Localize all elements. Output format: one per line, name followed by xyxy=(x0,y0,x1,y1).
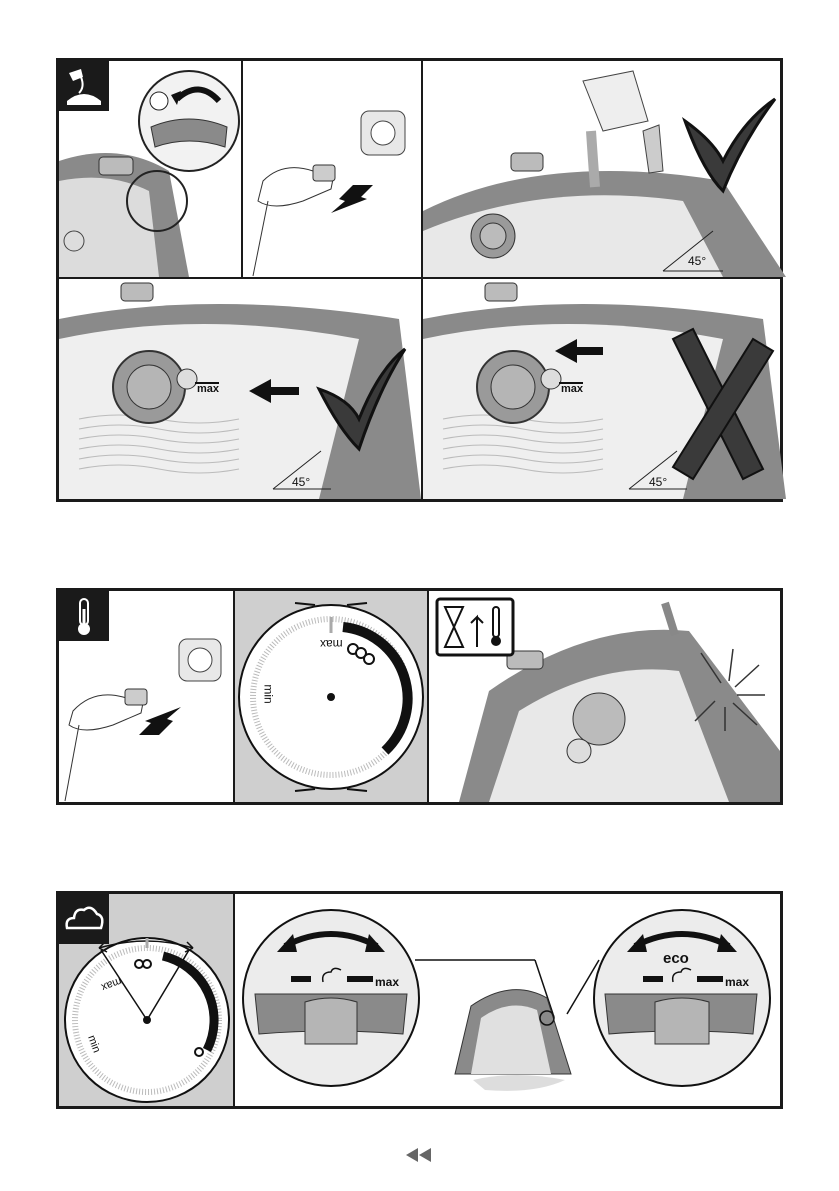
angle-label: 45° xyxy=(688,254,706,268)
steam-max-label-left: max xyxy=(375,975,399,989)
angle-label: 45° xyxy=(292,475,310,489)
steam-control-panel: max max eco xyxy=(235,894,780,1106)
fill-level-correct: max 45° xyxy=(59,279,421,499)
fill-correct-illustration xyxy=(59,279,421,499)
heat-section: max min xyxy=(56,588,783,805)
eco-label: eco xyxy=(663,950,689,967)
fill-level-overfilled: max 45° xyxy=(423,279,786,499)
max-level-label: max xyxy=(561,383,583,395)
page-back-icon[interactable] xyxy=(406,1148,432,1162)
steam-section: max min xyxy=(56,891,783,1109)
heating-iron-illustration xyxy=(429,591,780,802)
fill-step-open-lid xyxy=(59,61,241,277)
heat-step-wait xyxy=(429,591,780,802)
steam-cloud-icon xyxy=(59,894,109,944)
water-fill-icon xyxy=(59,61,109,111)
fill-wrong-illustration xyxy=(423,279,786,499)
unplug-illustration xyxy=(243,61,421,277)
steam-control-illustration xyxy=(235,894,780,1106)
fill-section: 45° max 45° xyxy=(56,58,783,502)
dial-max-label: max xyxy=(320,637,343,651)
angle-label: 45° xyxy=(649,475,667,489)
dial-min-label: min xyxy=(262,684,276,703)
steam-max-label-right: max xyxy=(725,975,749,989)
fill-step-unplug xyxy=(243,61,421,277)
thermometer-icon xyxy=(59,591,109,641)
fill-step-pour-water: 45° xyxy=(423,61,786,277)
max-level-label: max xyxy=(197,383,219,395)
heat-dial-panel: max min xyxy=(235,591,427,802)
heat-step-plug-in xyxy=(59,591,233,802)
steam-dial-panel: max min xyxy=(59,894,233,1106)
pour-water-illustration xyxy=(423,61,786,277)
